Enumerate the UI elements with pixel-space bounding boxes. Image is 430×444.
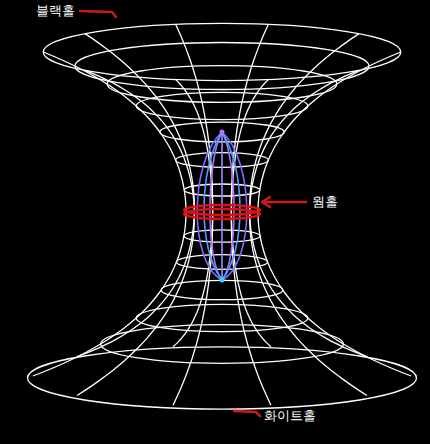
funnel-meridian (258, 52, 411, 376)
funnel-meridian (250, 34, 367, 357)
funnel-meridian (173, 24, 213, 346)
region-label: 블랙홀 (36, 3, 75, 19)
funnel-ring (107, 66, 337, 103)
funnel-wireframe (28, 23, 417, 409)
funnel-ring (161, 280, 283, 299)
funnel-meridian (250, 70, 367, 395)
region-label: 웜홀 (312, 194, 338, 210)
funnel-meridian (77, 34, 194, 357)
funnel-meridian (33, 52, 186, 376)
throat-ring (184, 205, 260, 219)
funnel-ring (43, 23, 401, 80)
pointer-arrows (80, 11, 306, 416)
region-label: 화이트홀 (264, 408, 316, 424)
funnel-ring (28, 347, 417, 409)
funnel-ring (101, 325, 344, 364)
